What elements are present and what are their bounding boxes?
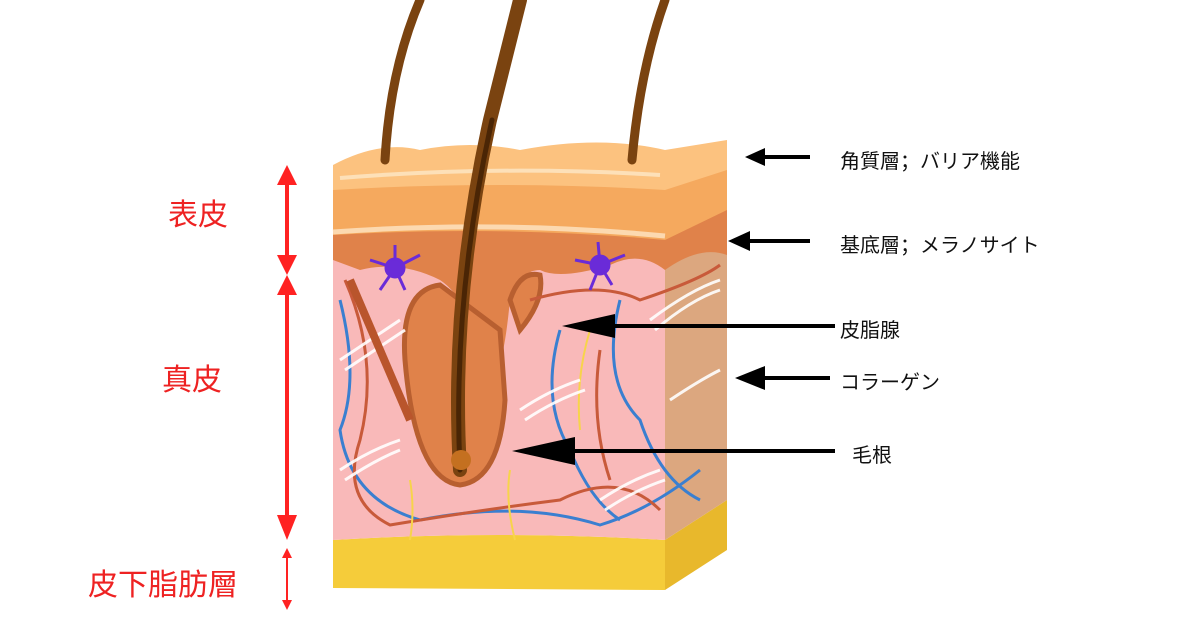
melanocyte-icon bbox=[369, 241, 626, 291]
label-basal-layer: 基底層；メラノサイト bbox=[840, 233, 1040, 257]
collagen-fibers bbox=[339, 278, 721, 512]
stratum-corneum-layer bbox=[333, 140, 727, 190]
pointer-arrows bbox=[512, 148, 835, 465]
label-stratum-corneum: 角質層；バリア機能 bbox=[840, 149, 1020, 173]
label-sebaceous-gland: 皮脂腺 bbox=[840, 318, 900, 342]
subcutaneous-fat-layer bbox=[333, 500, 727, 590]
label-subcutaneous-fat: 皮下脂肪層 bbox=[88, 568, 238, 603]
label-epidermis: 表皮 bbox=[168, 198, 228, 233]
label-collagen: コラーゲン bbox=[840, 370, 940, 394]
arrector-pili-muscle bbox=[346, 278, 414, 422]
hair-shafts bbox=[380, 0, 670, 477]
label-hair-root: 毛根 bbox=[852, 443, 892, 467]
blood-vessels bbox=[338, 263, 721, 541]
label-dermis: 真皮 bbox=[162, 363, 222, 398]
red-range-arrows bbox=[277, 165, 297, 610]
